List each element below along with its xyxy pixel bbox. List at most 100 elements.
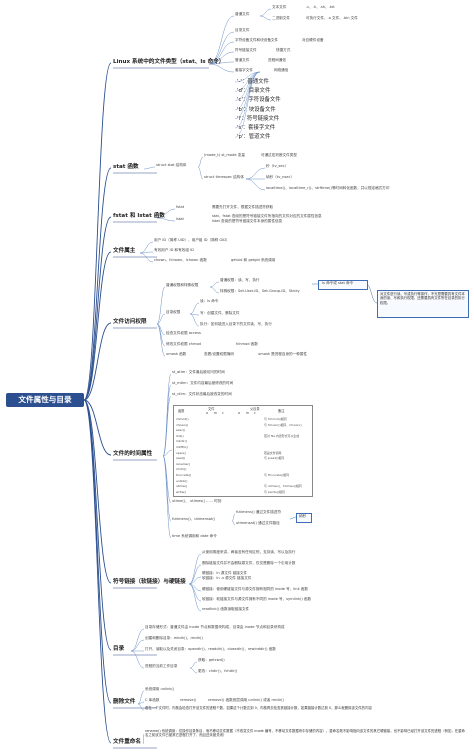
connector <box>245 178 266 191</box>
node-symlink[interactable]: 符号链接文件 <box>235 48 257 52</box>
node-dir-3[interactable]: 打开、读取以及关闭目录：opendir()、readdir()、closedir… <box>145 647 276 651</box>
node-del-2[interactable]: C 库函数 <box>145 698 160 702</box>
node-umask[interactable]: umask 函数 <box>166 352 187 356</box>
node-link-6[interactable]: readlink() 函数读取链接文件 <box>202 607 250 611</box>
connector <box>162 373 172 457</box>
node-futimens[interactable]: futimens()、utimensat() <box>172 517 216 521</box>
file-type-item[interactable]: 'c'：字符设备文件 <box>237 97 281 104</box>
node-dir-4b[interactable]: 更改：chdir()、fchdir() <box>198 669 238 673</box>
node-rename-1[interactable]: rename() 系统调用：仅操作目录条目，而不移动文件数据（不改变文件 ino… <box>145 729 465 738</box>
node-link-4[interactable]: 硬链接：使用硬链接文件与源文件拥有相同的 inode 号，link 函数 <box>202 587 308 591</box>
node-special-perm[interactable]: 特殊权限：Set-User-ID、Set-Group-ID、Sticky <box>220 289 300 293</box>
branch-delete[interactable]: 删除文件 <box>113 699 136 705</box>
file-type-item[interactable]: '-'：普通文件 <box>237 79 269 85</box>
connector <box>188 564 202 585</box>
branch-owner[interactable]: 文件属主 <box>113 248 136 254</box>
node-utime[interactable]: utime()、 utimes() ...... 时刻 <box>172 499 222 503</box>
node-link-3b[interactable]: 软链接：ln -s 源文件 链接文件 <box>202 576 252 580</box>
node-futimens-1[interactable]: futimens() 通过文件描述符 <box>236 510 281 514</box>
node-dir-2[interactable]: 创建和删除目录：mkdir()、rmdir() <box>145 636 203 640</box>
node-lstat[interactable]: lstat <box>176 217 184 221</box>
node-normal-perm[interactable]: 普通权限：读、写、执行 <box>220 278 260 282</box>
branch-directory[interactable]: 目录 <box>113 646 125 652</box>
branch-permission[interactable]: 文件访问权限 <box>113 319 147 325</box>
node-link-5[interactable]: 软链接：软链接文件与源文件拥有不同的 inode 号，symlink() 函数 <box>202 597 312 601</box>
node-sec[interactable]: 秒（tv_sec） <box>266 164 289 168</box>
branch-rename[interactable]: 文件重命名 <box>113 739 141 745</box>
branch-links[interactable]: 符号链接（软链接）与硬链接 <box>113 579 186 585</box>
connector <box>139 241 154 254</box>
node-del-2a[interactable]: remove() <box>180 698 197 702</box>
connector <box>208 61 235 65</box>
node-dir[interactable]: 目录文件 <box>235 28 250 32</box>
node-text-file[interactable]: 文本文件 <box>272 5 287 9</box>
node-stat-struct[interactable]: struct stat 结构体 <box>156 163 187 167</box>
node-char-dev[interactable]: 字符设备文件和块设备文件 <box>235 38 279 42</box>
node-pipe-note: 进程间通信 <box>268 58 286 62</box>
node-dir-4a[interactable]: 获取：getcwd() <box>198 658 225 662</box>
node-ctim[interactable]: st_ctim：文件状态最后被改变的时间 <box>172 392 232 396</box>
node-socket[interactable]: 套接字文件 <box>235 68 253 72</box>
branch-file-types[interactable]: Linux 系统中的文件类型（stat、ls 命令） <box>113 59 225 65</box>
node-st-mode[interactable]: (mode_t) st_mode 变量 <box>204 153 245 157</box>
connector <box>162 449 173 457</box>
node-dir-perm[interactable]: 目录权限 <box>166 310 181 314</box>
node-chown[interactable]: chown、fchown、lchown 函数 <box>154 258 207 262</box>
node-futimens-2[interactable]: utimensat() 通过文件路径 <box>236 521 280 525</box>
node-timespec[interactable]: struct timespec 结构体 <box>204 175 244 179</box>
node-nsec[interactable]: 纳秒（tv_nsec） <box>266 175 295 179</box>
branch-fstat-lstat[interactable]: fstat 和 lstat 函数 <box>113 213 165 219</box>
node-pipe[interactable]: 管道文件 <box>235 58 250 62</box>
node-dir-4[interactable]: 进程的当前工作目录 <box>145 664 178 668</box>
node-link-2[interactable]: 删除链接文件并不会删除源文件，仅仅是删除一个引用计数 <box>202 561 296 565</box>
node-common-perm[interactable]: 普通权限和特殊权限 <box>166 283 199 287</box>
file-type-item[interactable]: 'd'：目录文件 <box>237 88 271 95</box>
connector <box>83 322 112 401</box>
table-row-note: 与 pwrite()相同 <box>264 489 285 494</box>
node-link-1[interactable]: 从使用角度来讲，两者没有任何区别，支持读、写以及执行 <box>202 550 296 554</box>
table-header-parent: 父目录 <box>250 407 260 411</box>
node-exec[interactable]: 执行：如何能进入目录下的文件读、写、执行 <box>200 322 272 326</box>
connector <box>83 62 112 401</box>
branch-time-attr[interactable]: 文件的时间属性 <box>113 451 153 457</box>
node-time-cmd[interactable]: time 系统调用和 date 命令 <box>172 534 217 538</box>
file-type-item[interactable]: 'l'：符号链接文件 <box>237 115 280 122</box>
node-chmod-note: fchmod 函数 <box>236 342 258 346</box>
file-type-item[interactable]: 'b'：块设备文件 <box>237 106 276 113</box>
root-node[interactable]: 文件属性与目录 <box>6 393 84 407</box>
node-write[interactable]: 写：创建文件、删除文件 <box>200 311 240 315</box>
branch-stat[interactable]: stat 函数 <box>113 164 139 170</box>
connector <box>156 323 166 347</box>
node-chmod[interactable]: 修改文件权限 chmod <box>166 342 201 346</box>
node-dir-1[interactable]: 目录存储形式：普通文件由 inode 节点和数据块构成，目录由 inode 节点… <box>145 625 285 629</box>
node-atim[interactable]: st_atim：文件最后被访问的时间 <box>172 370 225 374</box>
node-del-1[interactable]: 系统调用 unlink() <box>145 687 175 691</box>
node-regular[interactable]: 普通文件 <box>235 12 250 16</box>
node-pid[interactable]: 有效用户 ID 和有效组 ID <box>154 248 194 252</box>
table-row-note: 与 fchown()相同、lchown() <box>264 422 302 427</box>
connector <box>83 167 112 401</box>
connector <box>137 690 145 705</box>
node-uid[interactable]: 用户 ID（简称 UID）、用户组 ID（简称 GID） <box>154 238 230 242</box>
node-binary-file[interactable]: 二进制文件 <box>272 16 290 20</box>
connector <box>156 286 166 325</box>
connector <box>162 455 172 522</box>
summary-box[interactable] <box>377 290 469 318</box>
node-del-3[interactable]: 若在一个文件时，内核会检查打开该文件的进程个数，如果这个计数达到 0，内核再去检… <box>145 706 372 710</box>
node-mtim[interactable]: st_mtim：文件内容最后被修改的时间 <box>172 381 234 385</box>
node-link-3a[interactable]: 硬链接：ln 源文件 链接文件 <box>202 571 248 575</box>
ns-box[interactable] <box>296 513 312 523</box>
connector <box>162 384 172 457</box>
file-type-item[interactable]: 's'：套接字文件 <box>237 125 276 131</box>
node-fstat[interactable]: fstat <box>176 205 185 209</box>
table-header-file: 文件 <box>208 407 215 411</box>
connector <box>137 703 145 711</box>
file-type-item[interactable]: 'p'：管道文件 <box>237 134 271 141</box>
connector <box>289 516 297 520</box>
stmode-box[interactable] <box>318 280 368 290</box>
table-row-func: exec() <box>176 428 186 433</box>
node-check[interactable]: 检查文件权限 access <box>166 331 201 335</box>
node-read[interactable]: 读：ls 命令 <box>200 299 219 303</box>
connector <box>83 399 112 744</box>
